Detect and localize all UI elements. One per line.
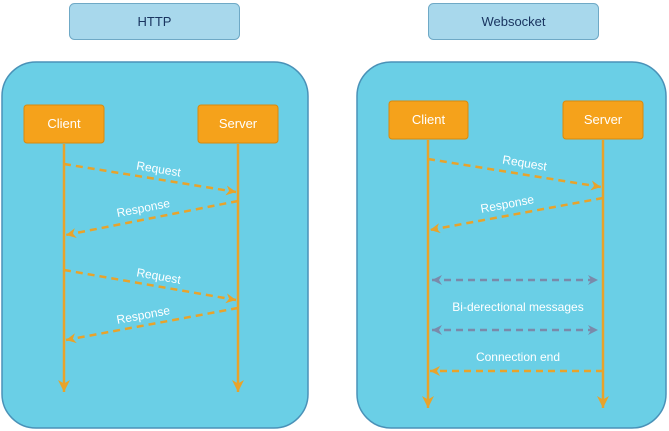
websocket-panel: [356, 61, 667, 429]
http-response-1-arrow: [65, 199, 239, 238]
http-request-2-arrow: [63, 268, 237, 304]
websocket-server-node: [562, 100, 644, 140]
http-title: HTTP: [138, 14, 172, 29]
http-server-node: [197, 104, 279, 144]
websocket-server-label: Server: [584, 112, 623, 127]
websocket-bidirectional-label: Bi-derectional messages: [452, 300, 583, 314]
websocket-client-label: Client: [412, 112, 446, 127]
http-server-label: Server: [219, 116, 258, 131]
websocket-title-box: [428, 3, 599, 40]
http-request-1-arrow: [63, 162, 237, 196]
http-title-box: [69, 3, 240, 40]
websocket-request-arrow: [427, 157, 602, 191]
websocket-response-arrow: [429, 196, 604, 234]
websocket-title: Websocket: [481, 14, 545, 29]
http-client-node: [23, 104, 105, 144]
websocket-client-node: [388, 100, 469, 140]
http-client-label: Client: [47, 116, 81, 131]
http-response-2-arrow: [65, 306, 239, 344]
websocket-connection-end-label: Connection end: [476, 350, 560, 364]
